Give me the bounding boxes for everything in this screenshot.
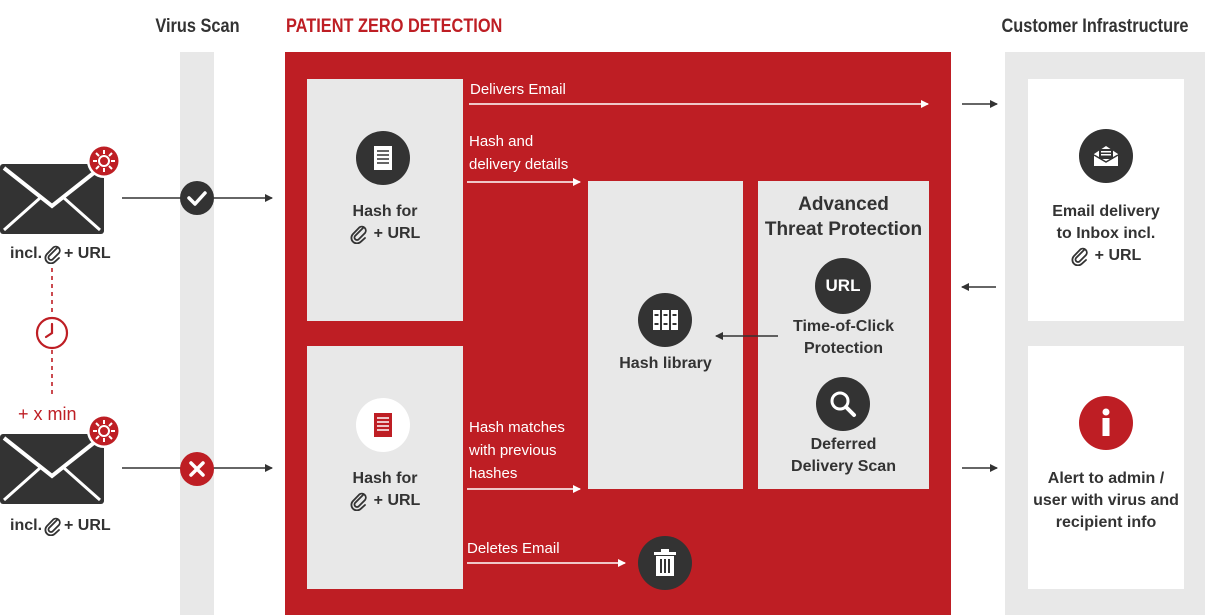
hash-details-line2: delivery details xyxy=(469,156,569,173)
inbox-line2: to Inbox incl. xyxy=(1056,225,1156,242)
time-of-click-label: Time-of-Click Protection xyxy=(758,316,929,360)
inbox-line1: Email delivery xyxy=(1052,203,1160,220)
email-bottom-suffix: + URL xyxy=(64,517,111,534)
document-icon xyxy=(356,131,410,185)
binders-icon xyxy=(638,293,692,347)
email-top-icon xyxy=(0,164,104,234)
document-alert-icon xyxy=(356,398,410,452)
hash-matches-line1: Hash matches xyxy=(469,419,565,436)
hash-top-line1: Hash for xyxy=(352,203,418,220)
email-bottom-icon xyxy=(0,434,104,504)
hash-details-line1: Hash and xyxy=(469,133,534,150)
hash-details-label: Hash and delivery details xyxy=(469,130,568,176)
email-top-suffix: + URL xyxy=(64,245,111,262)
hash-bottom-box xyxy=(307,346,463,589)
deferred-line1: Deferred xyxy=(810,436,877,453)
deletes-email-label: Deletes Email xyxy=(467,540,560,557)
check-icon xyxy=(180,181,214,215)
clock-icon xyxy=(35,316,69,350)
virus-badge-top-icon xyxy=(87,144,121,178)
hash-top-box xyxy=(307,79,463,321)
delivers-email-label: Delivers Email xyxy=(470,81,566,98)
hash-bottom-text: Hash for + URL xyxy=(307,468,463,512)
patient-zero-title: PATIENT ZERO DETECTION xyxy=(286,16,503,37)
delay-label: + x min xyxy=(18,404,77,424)
paperclip-icon xyxy=(44,245,61,264)
inbox-text: Email delivery to Inbox incl. + URL xyxy=(1028,201,1184,267)
url-badge-text: URL xyxy=(825,276,861,295)
email-bottom-caption: incl. + URL xyxy=(10,516,111,536)
toc-line1: Time-of-Click xyxy=(792,318,895,335)
email-bottom-prefix: incl. xyxy=(10,517,43,534)
alert-box xyxy=(1028,346,1184,589)
paperclip-icon xyxy=(350,492,367,511)
email-top-prefix: incl. xyxy=(10,245,43,262)
hash-matches-label: Hash matches with previous hashes xyxy=(469,416,565,485)
atp-title: Advanced Threat Protection xyxy=(758,192,929,242)
deferred-scan-label: Deferred Delivery Scan xyxy=(758,434,929,478)
alert-line1: Alert to admin / xyxy=(1047,470,1165,487)
hash-library-label: Hash library xyxy=(619,355,712,372)
virus-scan-title: Virus Scan xyxy=(155,16,240,37)
inbox-suffix: + URL xyxy=(1094,247,1142,264)
x-icon xyxy=(180,452,214,486)
hash-top-line2: + URL xyxy=(373,225,421,242)
trash-icon xyxy=(638,536,692,590)
paperclip-icon xyxy=(44,517,61,536)
virus-scan-column xyxy=(180,52,214,615)
magnifier-icon xyxy=(816,377,870,431)
alert-line3: recipient info xyxy=(1055,514,1157,531)
hash-top-text: Hash for + URL xyxy=(307,201,463,245)
inbox-box xyxy=(1028,79,1184,321)
hash-matches-line2: with previous xyxy=(469,442,557,459)
paperclip-icon xyxy=(350,225,367,244)
inbox-envelope-icon xyxy=(1079,129,1133,183)
alert-text: Alert to admin / user with virus and rec… xyxy=(1028,468,1184,534)
atp-title-line1: Advanced xyxy=(798,194,889,215)
atp-box xyxy=(758,181,929,489)
hash-bottom-line1: Hash for xyxy=(352,470,418,487)
info-icon xyxy=(1079,396,1133,450)
hash-bottom-line2: + URL xyxy=(373,492,421,509)
atp-title-line2: Threat Protection xyxy=(764,219,923,240)
customer-infra-title: Customer Infrastructure xyxy=(1001,16,1189,37)
hash-matches-line3: hashes xyxy=(469,465,518,482)
toc-line2: Protection xyxy=(803,340,884,357)
alert-line2: user with virus and xyxy=(1033,492,1179,509)
paperclip-icon xyxy=(1071,247,1088,266)
deferred-line2: Delivery Scan xyxy=(791,458,896,475)
email-top-caption: incl. + URL xyxy=(10,244,111,264)
url-badge: URL xyxy=(815,258,871,314)
virus-badge-bottom-icon xyxy=(87,414,121,448)
